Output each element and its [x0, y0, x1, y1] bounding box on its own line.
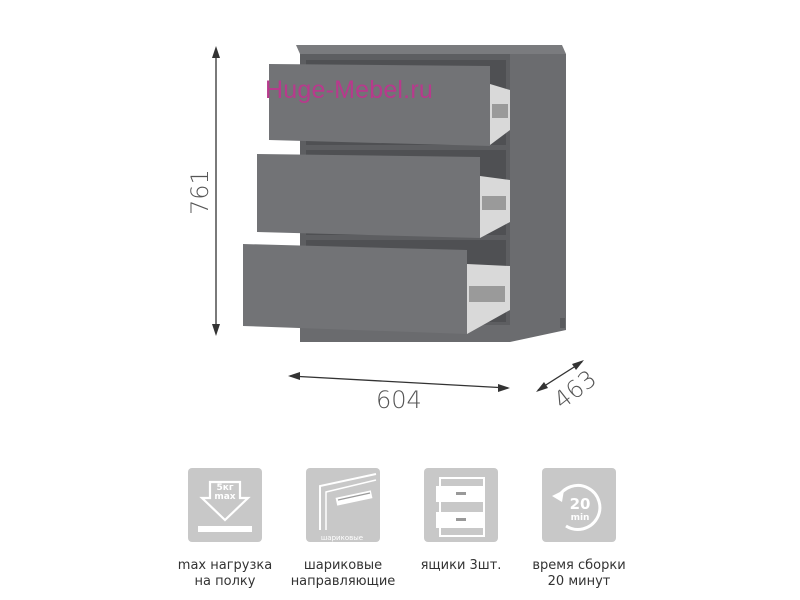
svg-text:min: min — [571, 513, 590, 523]
drawers-icon — [424, 468, 498, 542]
drawer-1-front — [269, 64, 490, 146]
arrow-up-icon — [212, 46, 220, 58]
arrow-depth-back-icon — [572, 360, 584, 370]
arrow-down-icon — [212, 324, 220, 336]
dresser-top — [296, 45, 566, 54]
feature-label-assembly: время сборки 20 минут — [532, 558, 626, 589]
dresser-foot — [560, 318, 565, 328]
width-label: 604 — [376, 386, 422, 414]
drawer-3-front — [243, 244, 467, 334]
depth-label: 463 — [548, 364, 601, 414]
feature-label-load: max нагрузка на полку — [177, 558, 273, 589]
watermark: Huge-Mebel.ru — [265, 76, 433, 104]
drawer-2-front — [257, 154, 480, 238]
dresser-side-panel — [510, 54, 566, 342]
feature-label-slides: шариковые направляющие — [290, 558, 396, 589]
weight-load-icon: 5кг max — [188, 468, 262, 542]
drawer-1-slide — [492, 104, 508, 118]
svg-text:20: 20 — [570, 495, 591, 513]
height-label: 761 — [186, 169, 214, 215]
arrow-right-icon — [498, 384, 510, 392]
svg-text:5кг: 5кг — [216, 483, 233, 493]
ball-bearing-slide-icon: шариковые — [306, 468, 380, 542]
width-dimension-line — [289, 375, 509, 389]
assembly-timer-icon: 20 min — [542, 468, 616, 542]
arrow-left-icon — [288, 372, 300, 380]
drawer-3-slide — [469, 286, 505, 302]
svg-text:шариковые: шариковые — [321, 534, 363, 542]
drawer-2-slide — [482, 196, 506, 210]
svg-text:max: max — [214, 492, 235, 502]
arrow-depth-front-icon — [536, 382, 548, 392]
feature-label-drawers: ящики 3шт. — [420, 558, 502, 573]
